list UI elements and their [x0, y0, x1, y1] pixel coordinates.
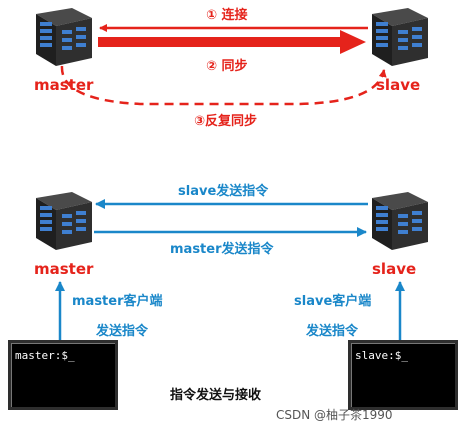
repeat-sync-arrow: [60, 65, 387, 106]
slave-send-label: slave发送指令: [178, 184, 269, 199]
master-label-bottom: master: [34, 260, 94, 278]
slave-prompt: slave:$_: [355, 349, 408, 362]
sync-arrow-shaft: [98, 37, 342, 47]
slave-label: slave: [376, 76, 421, 94]
master-server-icon-bottom: [36, 192, 92, 250]
diagram-caption: 指令发送与接收: [170, 388, 262, 403]
master-send-label: master发送指令: [170, 242, 274, 257]
master-server-icon: [36, 8, 92, 66]
step1-label: ① 连接: [206, 8, 248, 23]
master-terminal: master:$_: [8, 340, 118, 410]
step3-label: ③反复同步: [194, 114, 258, 129]
step2-label: ② 同步: [206, 59, 248, 74]
slave-server-icon-bottom: [372, 192, 428, 250]
slave-terminal: slave:$_: [348, 340, 458, 410]
master-prompt: master:$_: [15, 349, 75, 362]
csdn-watermark: CSDN @柚子茶1990: [276, 408, 393, 422]
slave-label-bottom: slave: [372, 260, 417, 278]
sync-arrow-head: [340, 30, 366, 54]
master-label: master: [34, 76, 94, 94]
slave-client-send-label: 发送指令: [306, 324, 359, 339]
master-client-send-label: 发送指令: [96, 324, 149, 339]
master-client-label: master客户端: [72, 294, 163, 309]
slave-client-label: slave客户端: [294, 294, 372, 309]
slave-server-icon: [372, 8, 428, 66]
